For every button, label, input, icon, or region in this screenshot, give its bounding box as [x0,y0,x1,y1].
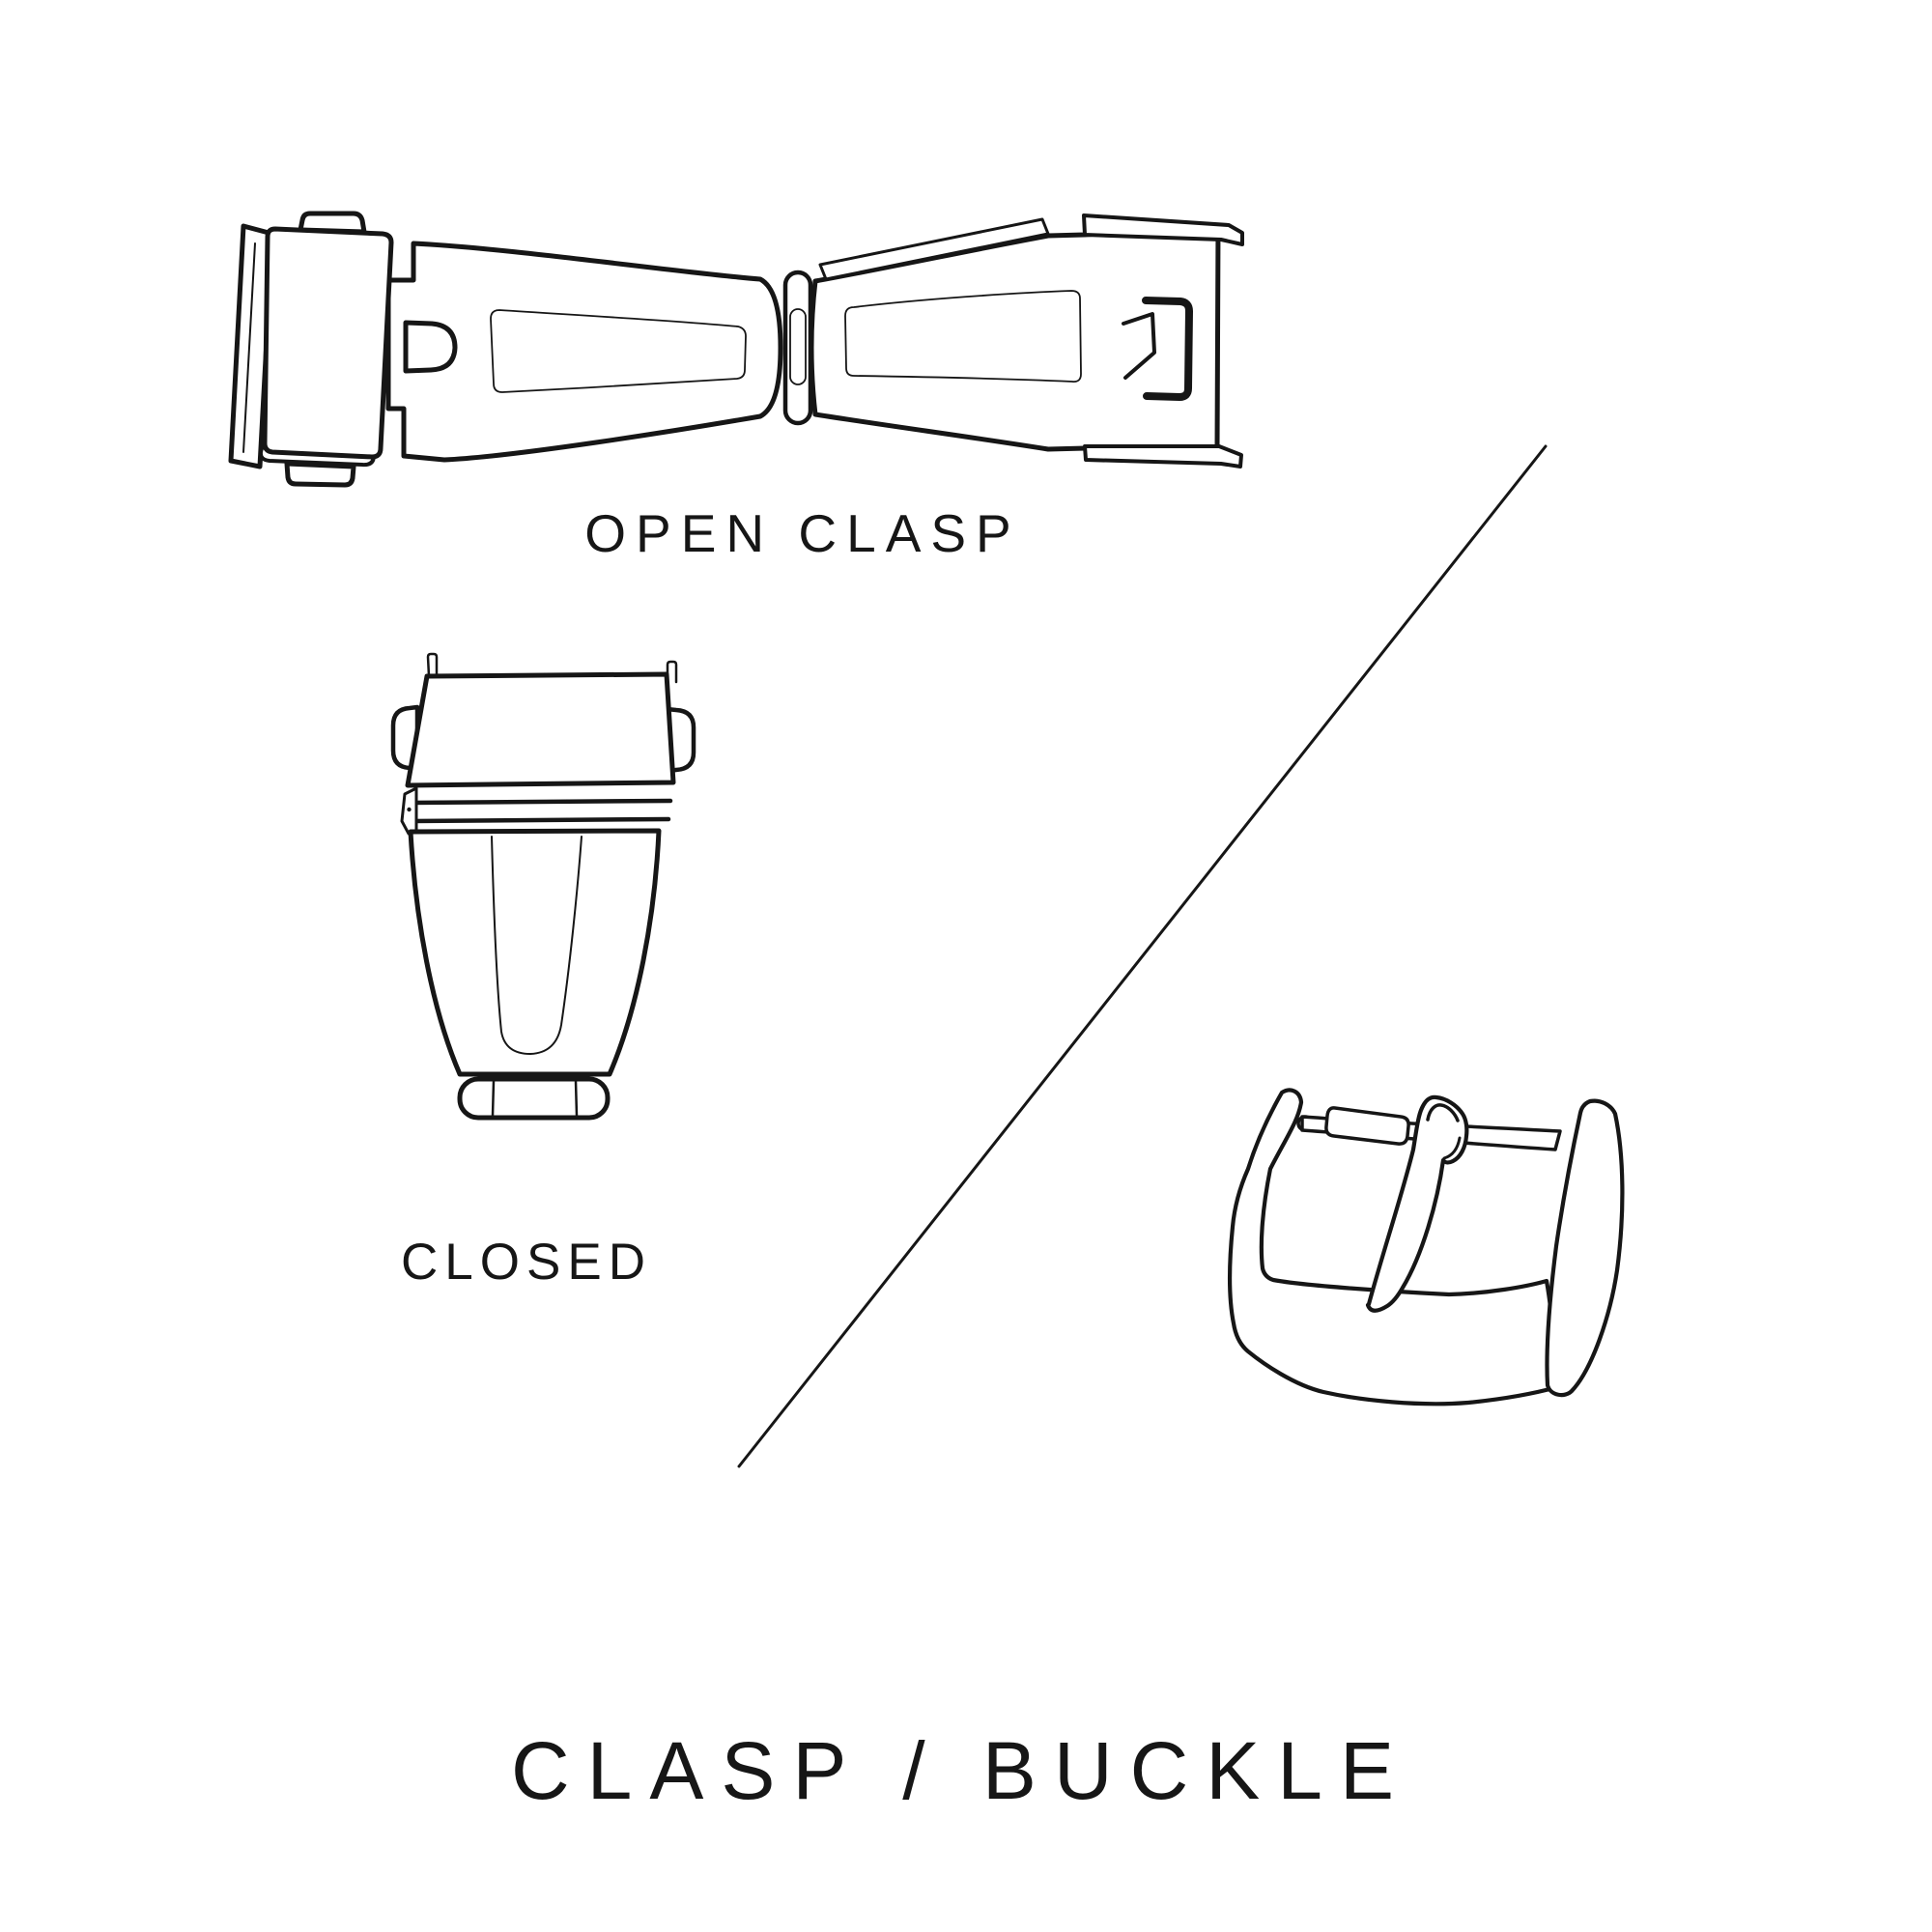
page-title: CLASP / BUCKLE [511,1725,1411,1816]
open-clasp-label: OPEN CLASP [584,503,1021,563]
open-clasp-illustration [228,211,1244,488]
closed-clasp-label: CLOSED [401,1234,652,1291]
divider-line [737,444,1548,1468]
closed-clasp-illustration [390,652,696,1121]
buckle-illustration [1228,1088,1625,1406]
